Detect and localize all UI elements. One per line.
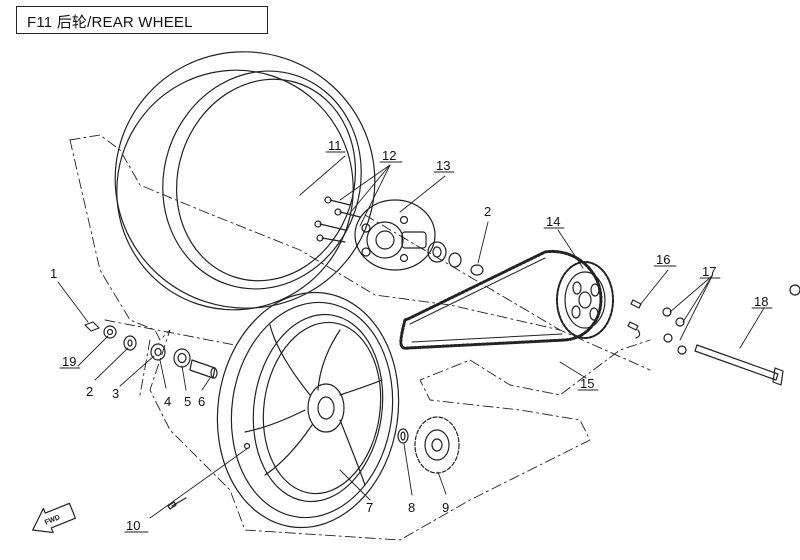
cush-drive-damper (414, 416, 460, 474)
callout-6: 6 (198, 394, 205, 409)
callout-11: 11 (328, 138, 342, 153)
diagram-title: F11 后轮/REAR WHEEL (27, 14, 193, 31)
callout-13: 13 (436, 158, 450, 173)
leader-lines (57, 155, 765, 519)
callout-2-left: 2 (86, 384, 93, 399)
rim (216, 291, 400, 529)
callout-10: 10 (126, 518, 140, 533)
oil-seal (397, 428, 409, 444)
axle-spacers-left (84, 321, 218, 379)
sprocket-nuts (662, 307, 687, 355)
callout-15: 15 (580, 376, 594, 391)
callout-19: 19 (62, 354, 76, 369)
sprocket-hub (354, 199, 484, 276)
callout-underlines (59, 151, 773, 533)
title-box: F11 后轮/REAR WHEEL (16, 6, 268, 34)
tire-valve (167, 497, 187, 510)
drive-chain (399, 249, 603, 350)
callout-7: 7 (366, 500, 373, 515)
callout-5: 5 (184, 394, 191, 409)
callout-16: 16 (656, 252, 670, 267)
assembly-outline (69, 134, 651, 541)
callout-8: 8 (408, 500, 415, 515)
callout-labels: 1 2 2 3 4 5 6 7 8 9 10 11 12 13 14 15 16… (50, 138, 768, 533)
hub-bolts (314, 196, 361, 243)
callout-3: 3 (112, 386, 119, 401)
rear-sprocket (556, 261, 614, 339)
callout-17: 17 (702, 264, 716, 279)
tire (114, 51, 376, 311)
callout-12: 12 (382, 148, 396, 163)
rear-axle (694, 284, 800, 386)
callout-4: 4 (164, 394, 171, 409)
fwd-arrow-icon (32, 502, 76, 534)
callout-1: 1 (50, 266, 57, 281)
callout-18: 18 (754, 294, 768, 309)
callout-14: 14 (546, 214, 560, 229)
callout-2-right: 2 (484, 204, 491, 219)
tab-washers (627, 299, 642, 339)
callout-9: 9 (442, 500, 449, 515)
